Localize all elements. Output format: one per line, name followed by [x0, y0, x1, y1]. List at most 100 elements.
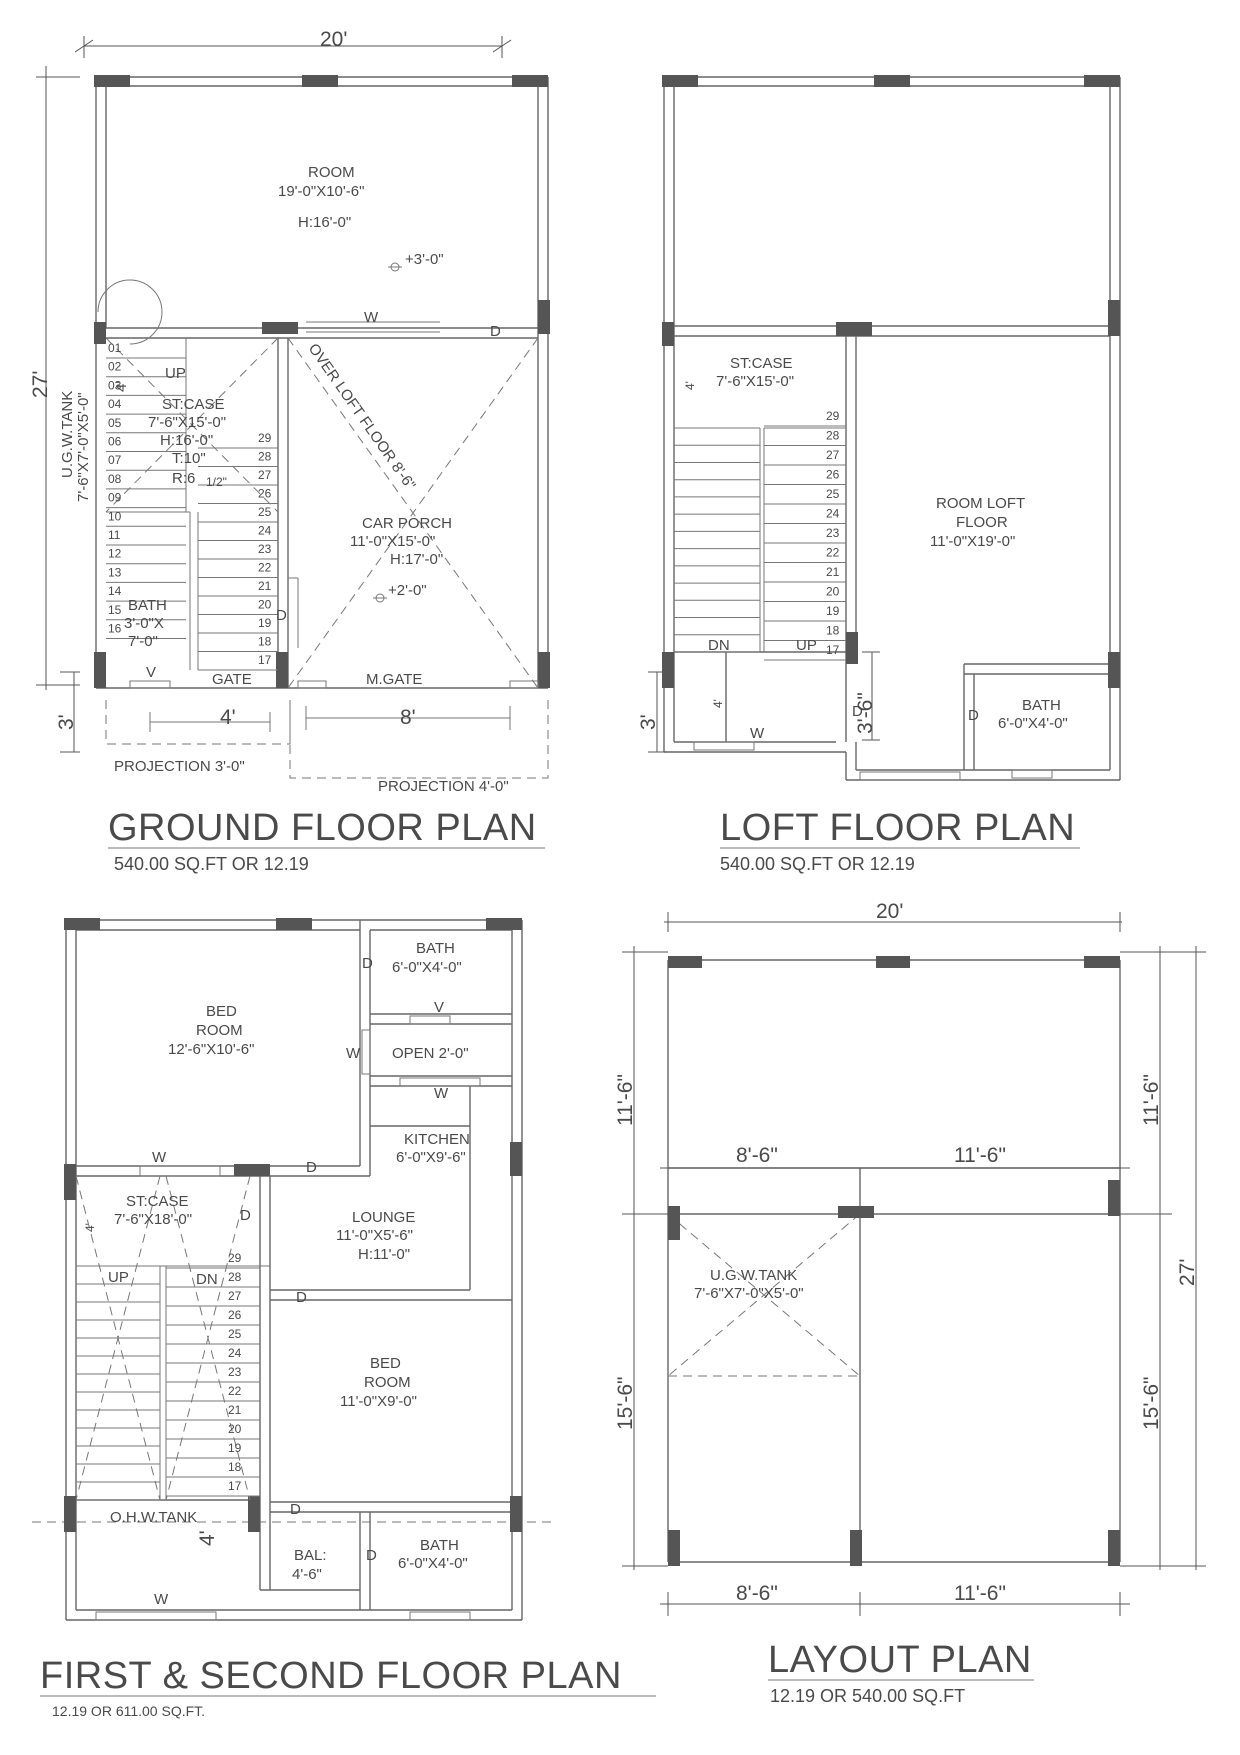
stair-step-number: 14: [108, 584, 122, 598]
ground-level-room: +3'-0": [405, 251, 444, 268]
stair-step-number: 29: [258, 431, 272, 445]
stair-step-number: 25: [826, 487, 840, 501]
first-kitchen-name: KITCHEN: [404, 1131, 470, 1148]
stair-step-number: 28: [228, 1270, 242, 1284]
stair-step-number: 21: [228, 1403, 242, 1417]
stair-step-number: 18: [826, 624, 840, 638]
loft-door-d2: D: [968, 707, 979, 724]
stair-step-number: 23: [826, 526, 840, 540]
first-window-w3: W: [152, 1149, 167, 1166]
layout-dim-right-lower: 15'-6": [1140, 1377, 1163, 1431]
first-dim-4b: 4': [196, 1530, 219, 1546]
stair-step-number: 27: [258, 468, 272, 482]
ground-stcase-riser: R:6: [172, 470, 195, 487]
stair-step-number: 04: [108, 397, 122, 411]
ground-window-w: W: [364, 309, 379, 326]
stair-step-number: 27: [826, 448, 840, 462]
loft-window-w: W: [750, 725, 765, 742]
first-up-label: UP: [108, 1269, 129, 1286]
stair-step-number: 19: [258, 616, 272, 630]
ground-area: 540.00 SQ.FT OR 12.19: [114, 854, 309, 874]
first-bed2-name-b: ROOM: [364, 1374, 411, 1391]
stair-step-number: 23: [258, 542, 272, 556]
loft-bath-name: BATH: [1022, 697, 1061, 714]
ground-gate-label: GATE: [212, 671, 252, 688]
stair-step-number: 26: [258, 487, 272, 501]
loft-up-label: UP: [796, 637, 817, 654]
layout-dim-right-total: 27': [1176, 1259, 1199, 1286]
layout-area: 12.19 OR 540.00 SQ.FT: [770, 1686, 965, 1706]
stair-step-number: 29: [826, 409, 840, 423]
layout-dim-left-upper: 11'-6": [614, 1074, 637, 1126]
first-ohw-tank: O.H.W.TANK: [110, 1509, 197, 1526]
ground-porch-height: H:17'-0": [390, 551, 443, 568]
first-bath1-size: 6'-0"X4'-0": [392, 959, 462, 976]
stair-step-number: 20: [228, 1422, 242, 1436]
ground-tank-size: 7'-6"X7'-0"X5'-0": [75, 392, 92, 502]
first-area: 12.19 OR 611.00 SQ.FT.: [52, 1703, 205, 1719]
first-bal-name: BAL:: [294, 1547, 327, 1564]
ground-title: GROUND FLOOR PLAN: [108, 807, 537, 849]
loft-stcase-name: ST:CASE: [730, 355, 793, 372]
layout-title: LAYOUT PLAN: [768, 1639, 1032, 1681]
first-window-w4: W: [154, 1591, 169, 1608]
stair-step-number: 13: [108, 565, 122, 579]
loft-title: LOFT FLOOR PLAN: [720, 807, 1075, 849]
stair-step-number: 20: [826, 585, 840, 599]
loft-area: 540.00 SQ.FT OR 12.19: [720, 854, 915, 874]
stair-step-number: 08: [108, 472, 122, 486]
stair-step-number: 25: [258, 505, 272, 519]
ground-room-size: 19'-0"X10'-6": [278, 183, 364, 200]
ground-stcase-riser-fraction: 1/2": [206, 475, 227, 489]
stair-step-number: 07: [108, 453, 122, 467]
stair-step-number: 17: [228, 1479, 242, 1493]
layout-dim-right-upper: 11'-6": [1140, 1074, 1163, 1126]
layout-dim-mid-right: 11'-6": [954, 1144, 1006, 1167]
layout-dim-top: 20': [876, 900, 903, 923]
ground-dim-8: 8': [400, 706, 416, 729]
ground-projection-left: PROJECTION 3'-0": [114, 758, 245, 775]
layout-tank-label: U.G.W.TANK: [710, 1267, 797, 1284]
stair-step-number: 29: [228, 1251, 242, 1265]
layout-dim-left-lower: 15'-6": [614, 1377, 637, 1431]
first-kitchen-size: 6'-0"X9'-6": [396, 1149, 466, 1166]
first-bath2-size: 6'-0"X4'-0": [398, 1555, 468, 1572]
first-open-label: OPEN 2'-0": [392, 1045, 469, 1062]
stair-step-number: 15: [108, 603, 122, 617]
first-stcase-name: ST:CASE: [126, 1193, 189, 1210]
first-stcase-size: 7'-6"X18'-0": [114, 1211, 192, 1228]
first-dim-4: 4': [83, 1223, 97, 1232]
first-window-w1: W: [346, 1045, 361, 1062]
ground-stcase-height: H:16'-0": [160, 432, 213, 449]
ground-room-height: H:16'-0": [298, 214, 351, 231]
stair-step-number: 19: [826, 604, 840, 618]
layout-tank-size: 7'-6"X7'-0"X5'-0": [694, 1285, 804, 1302]
stair-step-number: 24: [826, 507, 840, 521]
ground-porch-name: CAR PORCH: [362, 515, 452, 532]
first-bed2-name-a: BED: [370, 1355, 401, 1372]
ground-tank-label: U.G.W.TANK: [59, 391, 76, 478]
first-bal-size: 4'-6": [292, 1566, 322, 1583]
first-bed1-size: 12'-6"X10'-6": [168, 1041, 254, 1058]
layout-plan: 20' 11'-6" 15'-6" 11'-6": [614, 900, 1206, 1706]
first-dn-label: DN: [196, 1271, 218, 1288]
stair-step-number: 27: [228, 1289, 242, 1303]
stair-step-number: 28: [826, 429, 840, 443]
stair-step-number: 09: [108, 491, 122, 505]
stair-step-number: 19: [228, 1441, 242, 1455]
loft-room-size: 11'-0"X19'-0": [930, 533, 1015, 550]
stair-step-number: 01: [108, 341, 122, 355]
stair-step-number: 26: [228, 1308, 242, 1322]
stair-step-number: 26: [826, 468, 840, 482]
loft-bath-size: 6'-0"X4'-0": [998, 715, 1068, 732]
first-door-d1: D: [362, 955, 373, 972]
ground-floor-plan: 20' 27' 3': [29, 28, 550, 874]
first-title: FIRST & SECOND FLOOR PLAN: [40, 1655, 622, 1697]
stair-step-number: 23: [228, 1365, 242, 1379]
first-bed1-name-a: BED: [206, 1003, 237, 1020]
ground-stcase-name: ST:CASE: [162, 396, 225, 413]
